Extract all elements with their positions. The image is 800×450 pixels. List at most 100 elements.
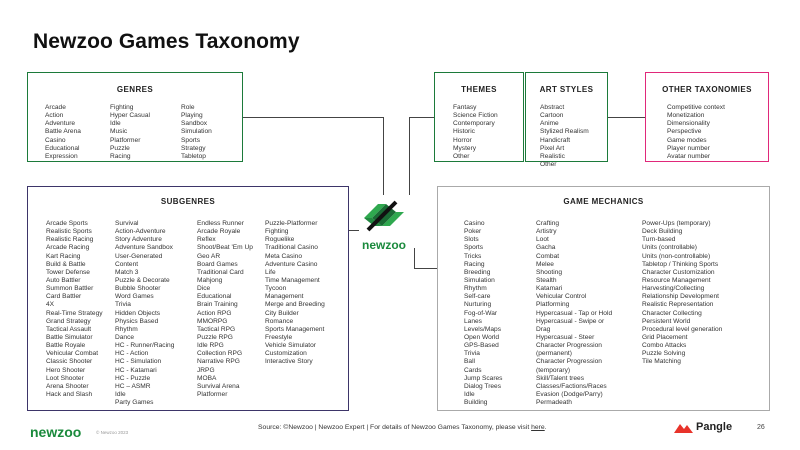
themes-title: THEMES [461,85,497,94]
newzoo-logo-icon [364,200,404,232]
list-item: Survival [115,220,139,227]
list-item: HC - Runner/Racing [115,342,175,350]
list-item: Sandbox [181,120,208,128]
list-item: Nurturing [464,301,492,309]
list-item: Perspective [667,128,702,136]
list-item: Mahjong [197,276,223,284]
footer-source-link[interactable]: here [531,424,545,431]
list-item: Grand Strategy [46,317,91,325]
list-item: Tycoon [265,285,287,293]
list-item: Rhythm [464,285,487,293]
list-item: Character Collecting [642,309,702,317]
page-title: Newzoo Games Taxonomy [33,30,300,53]
list-item: Monetization [667,112,705,120]
list-item: Simulation [181,128,212,136]
list-item: Tabletop / Thinking Sports [642,260,719,268]
list-item: Simulation [464,276,495,284]
list-item: Adventure [45,120,76,128]
list-item: Build & Battle [46,260,86,268]
footer-copyright: © Newzoo 2023 [96,430,129,435]
list-item: Hack and Slash [46,390,93,398]
list-item: Loot [536,236,549,244]
list-item: Cards [464,366,482,374]
list-item: Shooting [536,268,563,276]
list-item: Vehicle Simulator [265,342,316,350]
list-item: Tile Matching [642,358,681,366]
list-item: Self-care [464,293,491,301]
list-item: Platforming [536,301,570,309]
list-item: Hypercasual - Swipe or [536,317,605,325]
list-item: Idle [115,390,126,398]
list-item: HC - Puzzle [115,374,151,382]
list-item: (permanent) [536,350,572,358]
list-item: Content [115,260,139,268]
list-item: Sports [181,136,201,144]
list-item: Combat [536,252,560,260]
list-item: Idle [110,120,121,128]
list-item: Poker [464,228,482,236]
list-item: Crafting [536,220,560,227]
list-item: Building [464,399,488,407]
footer-source-text: Source: ©Newzoo | Newzoo Expert | For de… [258,424,532,431]
list-item: Grid Placement [642,333,688,341]
list-item: Story Adventure [115,236,162,244]
page-number: 26 [757,424,765,431]
list-item: Board Games [197,260,238,268]
list-item: Other [453,152,470,160]
list-item: Role [181,104,195,111]
list-item: Hero Shooter [46,366,86,374]
newzoo-logo-text: newzoo [362,238,406,252]
list-item: Narrative RPG [197,358,240,366]
list-item: Arcade Royale [197,228,241,236]
other-taxonomies-title: OTHER TAXONOMIES [662,85,752,94]
list-item: Jump Scares [464,374,503,382]
list-item: Lanes [464,317,482,325]
list-item: Realistic Sports [46,228,92,236]
list-item: Dimensionality [667,120,710,128]
list-item: Arena Shooter [46,382,89,390]
connector-line [409,117,434,118]
list-item: Vehicular Combat [46,350,99,358]
list-item: Real-Time Strategy [46,309,103,317]
genres-title: GENRES [116,85,154,94]
list-item: HC – ASMR [115,382,151,390]
connector-line [243,117,383,118]
list-item: Arcade [45,104,66,111]
list-item: Educational [45,144,80,152]
list-item: Competitive context [667,104,725,111]
connector-line [414,248,415,268]
list-item: Adventure Sandbox [115,244,173,252]
list-item: Permadeath [536,399,572,407]
list-item: Merge and Breeding [265,301,325,309]
list-item: Evasion (Dodge/Parry) [536,390,603,398]
list-item: Stealth [536,276,557,284]
list-item: Procedural level generation [642,325,723,333]
list-item: Puzzle [110,144,130,152]
list-item: Anime [540,120,559,128]
list-item: Historic [453,128,475,136]
list-item: Brain Training [197,301,238,309]
list-item: Breeding [464,268,491,276]
list-item: Slots [464,236,479,244]
list-item: Deck Building [642,228,683,236]
list-item: Science Fiction [453,112,498,120]
list-item: Relationship Development [642,293,719,301]
list-item: Puzzle Solving [642,350,686,358]
list-item: Strategy [181,144,206,152]
list-item: Action RPG [197,309,232,317]
list-item: Loot Shooter [46,374,84,382]
list-item: MMORPG [197,317,228,325]
list-item: Summon Battler [46,285,94,293]
list-item: Fog-of-War [464,309,498,317]
list-item: Educational [197,293,232,301]
list-item: Battle Royale [46,342,86,350]
